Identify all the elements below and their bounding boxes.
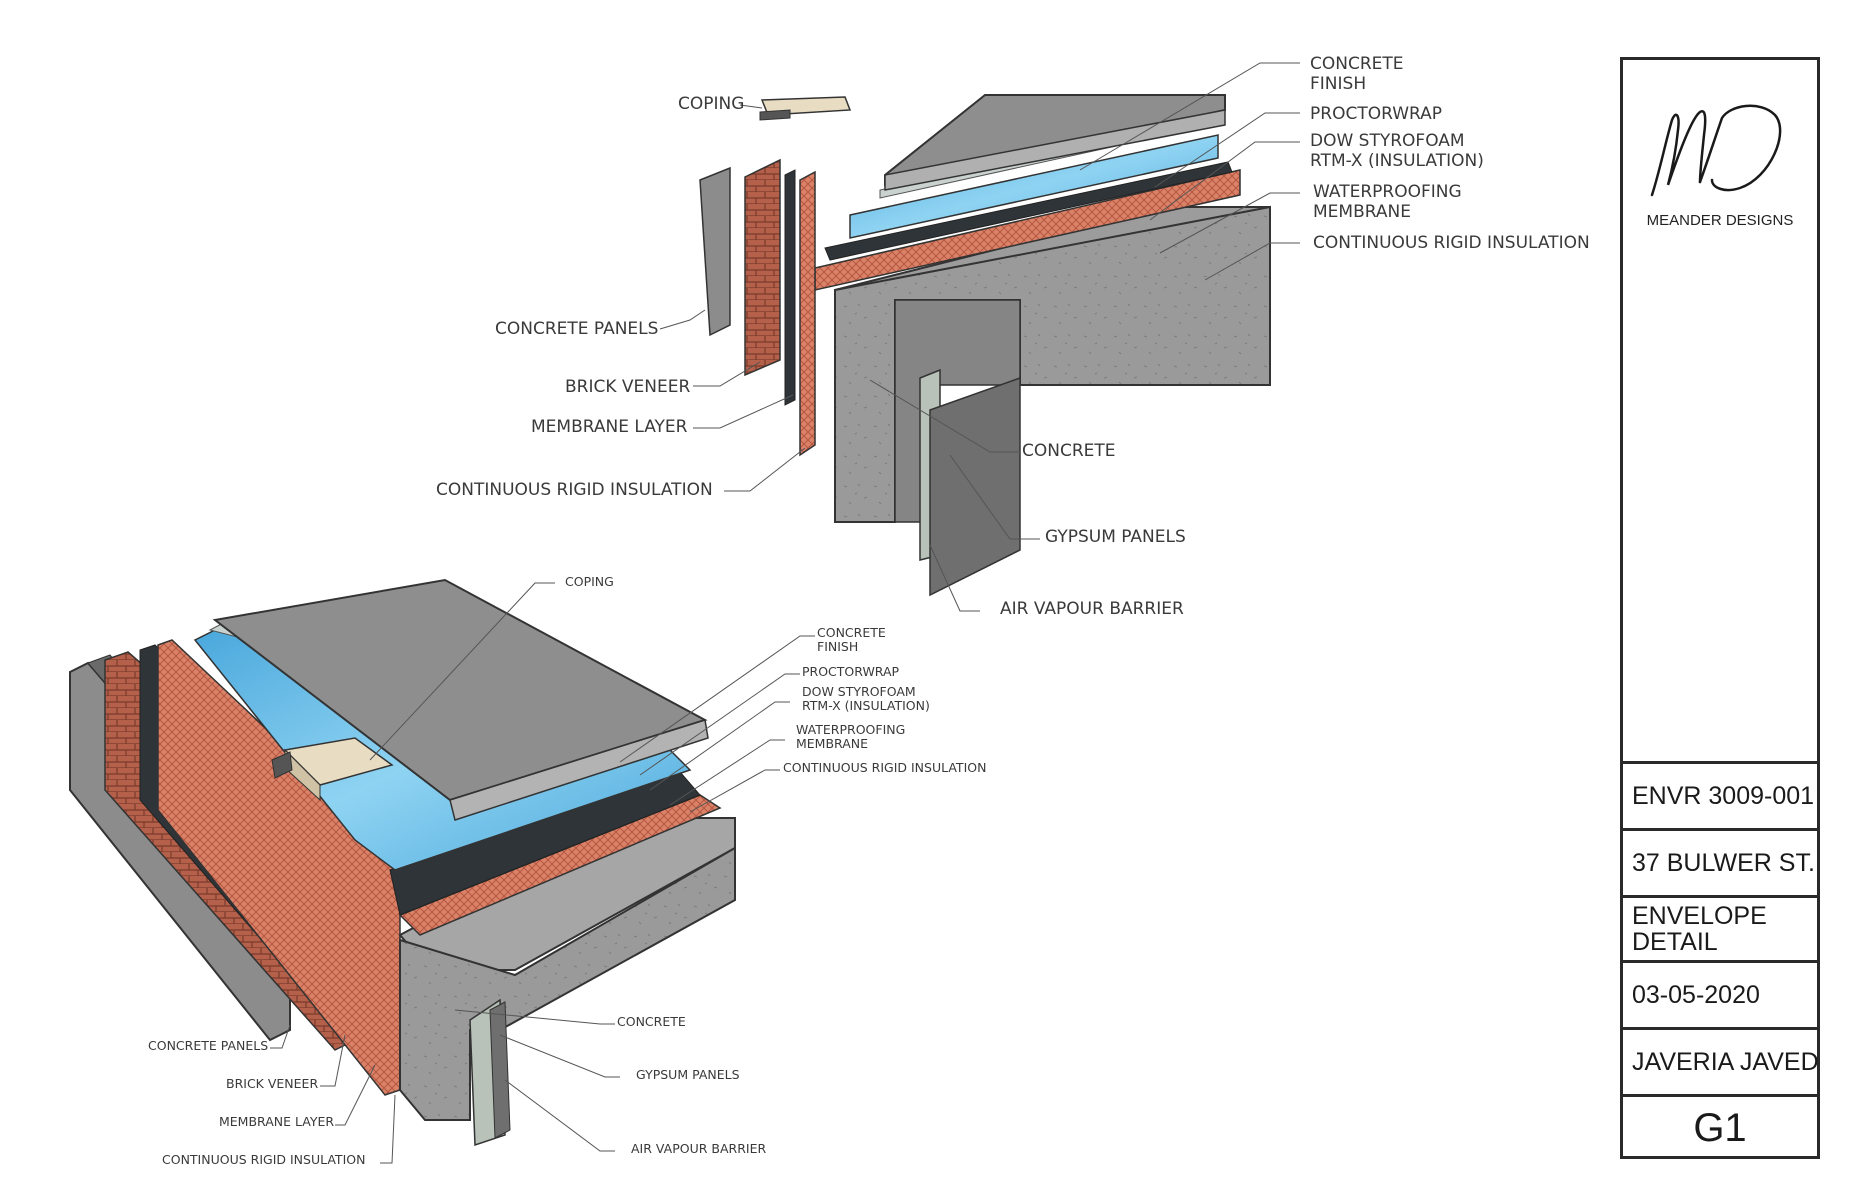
bottom-coping-flashing: [271, 751, 293, 779]
top-label-coping: COPING: [678, 94, 745, 114]
top-label-brick-veneer: BRICK VENEER: [565, 377, 691, 397]
top-label-dow-styrofoam: DOW STYROFOAM RTM-X (INSULATION): [1310, 131, 1484, 171]
top-label-concrete-panels: CONCRETE PANELS: [495, 319, 659, 339]
top-label-waterproofing: WATERPROOFING MEMBRANE: [1313, 182, 1462, 222]
bottom-label-brick-veneer: BRICK VENEER: [226, 1076, 319, 1091]
author-name: JAVERIA JAVED: [1620, 1027, 1820, 1094]
top-label-rigid-insulation-left: CONTINUOUS RIGID INSULATION: [436, 480, 713, 500]
bottom-label-coping: COPING: [565, 574, 614, 589]
md-logo-icon: [1650, 104, 1782, 197]
bottom-label-proctorwrap: PROCTORWRAP: [802, 664, 900, 679]
top-brick-veneer: [744, 158, 781, 377]
bottom-label-rigid-insulation-left: CONTINUOUS RIGID INSULATION: [162, 1152, 366, 1167]
course-code: ENVR 3009-001: [1620, 761, 1820, 828]
drawing-date: 03-05-2020: [1620, 960, 1820, 1027]
top-label-proctorwrap: PROCTORWRAP: [1310, 104, 1443, 124]
top-waterproofing-membrane: [824, 161, 1233, 261]
bottom-label-membrane-layer: MEMBRANE LAYER: [219, 1114, 335, 1129]
sheet-number-text: G1: [1693, 1105, 1747, 1150]
course-code-text: ENVR 3009-001: [1632, 781, 1815, 810]
top-label-gypsum-panels: GYPSUM PANELS: [1045, 527, 1186, 547]
top-leader-lines: [659, 62, 1300, 612]
bottom-label-concrete-finish: CONCRETE FINISH: [817, 625, 886, 655]
top-styrofoam-insulation: [849, 134, 1219, 239]
author-name-text: JAVERIA JAVED: [1632, 1047, 1819, 1076]
top-rigid-insulation-vertical: [799, 170, 816, 457]
bottom-label-air-vapour-barrier: AIR VAPOUR BARRIER: [631, 1141, 767, 1156]
project-address: 37 BULWER ST.: [1620, 828, 1820, 895]
bottom-label-gypsum-panels: GYPSUM PANELS: [636, 1067, 740, 1082]
sheet-number: G1: [1620, 1094, 1820, 1159]
top-coping-flashing: [759, 109, 791, 121]
sheet-title-text: ENVELOPE DETAIL: [1632, 901, 1767, 956]
bottom-label-rigid-insulation-right: CONTINUOUS RIGID INSULATION: [783, 760, 987, 775]
firm-name: MEANDER DESIGNS: [1646, 212, 1794, 229]
top-label-air-vapour-barrier: AIR VAPOUR BARRIER: [1000, 599, 1184, 619]
top-detail-drawing: [699, 94, 1271, 597]
top-label-concrete-finish: CONCRETE FINISH: [1310, 54, 1404, 94]
top-label-rigid-insulation-right: CONTINUOUS RIGID INSULATION: [1313, 233, 1590, 253]
top-membrane-layer: [784, 169, 796, 406]
top-label-concrete: CONCRETE: [1022, 441, 1116, 461]
top-label-membrane-layer: MEMBRANE LAYER: [531, 417, 688, 437]
top-concrete-panels: [699, 166, 731, 337]
bottom-detail-drawing: [69, 578, 736, 1147]
bottom-leader-lines: [270, 582, 815, 1164]
bottom-label-dow-styrofoam: DOW STYROFOAM RTM-X (INSULATION): [802, 684, 930, 714]
top-air-vapour-barrier: [929, 376, 1021, 597]
bottom-label-waterproofing: WATERPROOFING MEMBRANE: [796, 722, 906, 752]
sheet-title: ENVELOPE DETAIL: [1620, 895, 1820, 960]
bottom-air-vapour-barrier: [489, 1001, 511, 1139]
bottom-label-concrete: CONCRETE: [617, 1014, 686, 1029]
bottom-label-concrete-panels: CONCRETE PANELS: [148, 1038, 269, 1053]
drawing-date-text: 03-05-2020: [1632, 980, 1760, 1009]
title-block: [1620, 57, 1820, 1159]
top-concrete-finish-face: [884, 109, 1226, 191]
project-address-text: 37 BULWER ST.: [1632, 848, 1815, 877]
